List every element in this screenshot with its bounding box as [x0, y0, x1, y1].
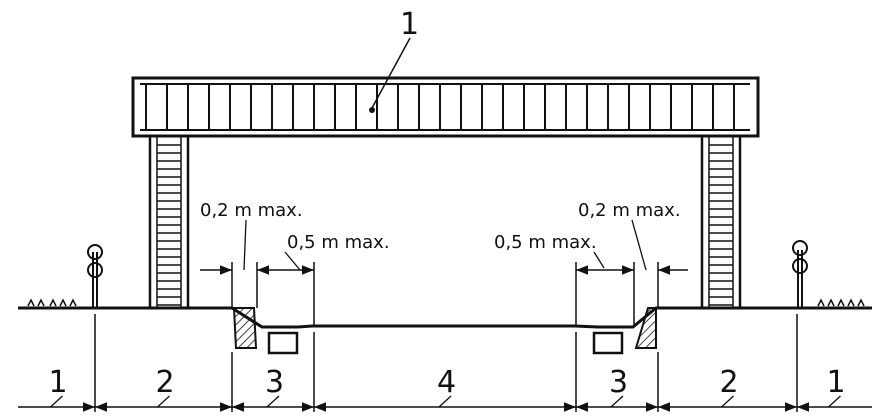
ground-profile — [18, 306, 872, 329]
zone-leader — [828, 395, 841, 408]
zone-label: 1 — [827, 365, 846, 400]
zone-leader — [50, 395, 63, 408]
signal-posts — [87, 240, 808, 308]
bridge-callout-label: 1 — [400, 7, 419, 42]
zone-leader — [266, 395, 280, 408]
zone-dimension-chain: 1 2 3 4 3 2 1 — [18, 314, 872, 412]
zone-leader — [721, 395, 734, 408]
zone-label: 3 — [609, 365, 628, 400]
bridge-deck — [131, 76, 760, 138]
right-step-dim: 0,5 m max. — [494, 232, 597, 253]
grass-tufts — [27, 298, 865, 307]
right-dimensions: 0,2 m max. 0,5 m max. — [494, 200, 688, 275]
platform-edges — [232, 307, 657, 349]
left-platform-edge-dim: 0,2 m max. — [200, 200, 303, 221]
left-dimensions: 0,2 m max. 0,5 m max. — [200, 200, 390, 275]
zone-label: 2 — [720, 365, 739, 400]
right-stair — [700, 134, 742, 310]
zone-label: 2 — [156, 365, 175, 400]
zone-label: 3 — [265, 365, 284, 400]
left-step-dim: 0,5 m max. — [287, 232, 390, 253]
bridge-callout: 1 — [369, 7, 419, 113]
zone-label: 4 — [437, 365, 456, 400]
left-stair — [148, 134, 190, 310]
zone-leader — [157, 395, 170, 408]
rails — [267, 331, 624, 355]
zone-leader — [610, 395, 624, 408]
dimension-extension-lines — [231, 262, 659, 327]
zone-leader — [438, 395, 452, 408]
zone-label: 1 — [49, 365, 68, 400]
right-platform-edge-dim: 0,2 m max. — [578, 200, 681, 221]
